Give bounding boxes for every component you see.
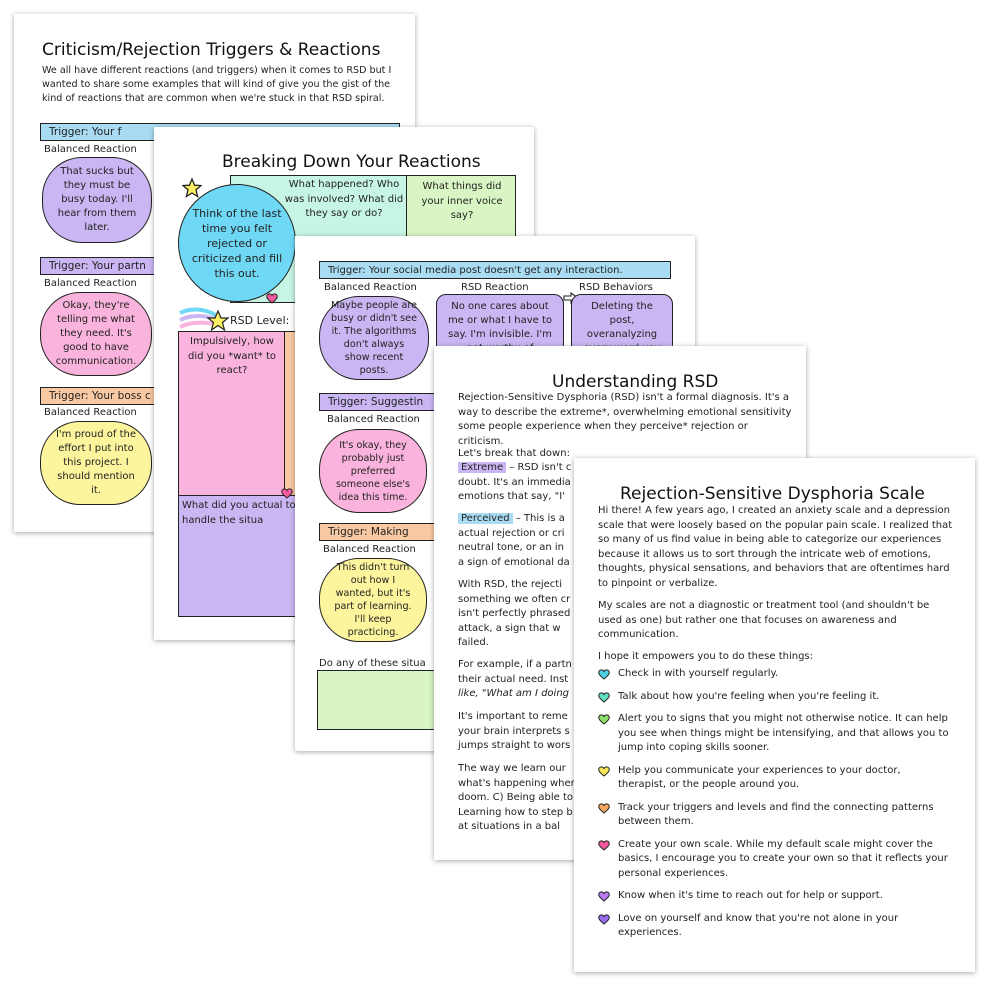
breakdown-intro: Let's break that down:: [458, 448, 570, 459]
list-item-text: Know when it's time to reach out for hel…: [618, 890, 883, 901]
instruction-circle: Think of the last time you felt rejected…: [178, 184, 296, 302]
page-title: Rejection-Sensitive Dysphoria Scale: [620, 484, 925, 504]
list-item-text: Alert you to signs that you might not ot…: [618, 713, 949, 753]
list-item: Create your own scale. While my default …: [598, 838, 950, 882]
balanced-reaction-label: Balanced Reaction: [44, 407, 137, 418]
extreme-tag: Extreme: [458, 462, 507, 473]
heart-icon: [281, 488, 293, 499]
speech-bubble: This didn't turn out how I wanted, but i…: [319, 558, 427, 642]
page-title: Understanding RSD: [552, 372, 719, 392]
heart-icon: [598, 714, 610, 725]
what-happened-question: What happened? Who was involved? What di…: [284, 179, 404, 219]
heart-icon: [598, 839, 610, 851]
speech-bubble: Maybe people are busy or didn't see it. …: [319, 296, 429, 380]
rsd-level-label: RSD Level:: [230, 314, 290, 327]
list-item-text: Help you communicate your experiences to…: [618, 764, 901, 791]
list-item: Help you communicate your experiences to…: [598, 764, 950, 793]
list-item-text: Create your own scale. While my default …: [618, 838, 948, 879]
page-title: Criticism/Rejection Triggers & Reactions: [42, 40, 381, 60]
list-item: Check in with yourself regularly.: [598, 667, 950, 682]
actual-reaction-question: What did you actual to handle the situa: [182, 500, 296, 526]
disclaimer-text: My scales are not a diagnostic or treatm…: [598, 600, 930, 640]
list-item-text: Check in with yourself regularly.: [618, 668, 779, 679]
rsd-reaction-label: RSD Reaction: [461, 282, 529, 293]
want-to-react-question: Impulsively, how did you *want* to react…: [188, 336, 276, 376]
list-item: Track your triggers and levels and find …: [598, 801, 950, 830]
inner-voice-question: What things did your inner voice say?: [421, 181, 503, 221]
list-item-text: Love on yourself and know that you're no…: [618, 912, 899, 939]
perceived-tag: Perceived: [458, 513, 513, 524]
want-to-react-box: [178, 331, 286, 497]
list-item: Know when it's time to reach out for hel…: [598, 889, 950, 904]
trigger-banner: Trigger: Your social media post doesn't …: [319, 261, 671, 279]
list-item: Alert you to signs that you might not ot…: [598, 712, 950, 756]
page-title: Breaking Down Your Reactions: [222, 152, 481, 172]
balanced-reaction-label: Balanced Reaction: [324, 282, 417, 293]
heart-icon: [598, 669, 610, 680]
perceived-definition: Perceived – This is a actual rejection o…: [458, 513, 570, 568]
speech-bubble: I'm proud of the effort I put into this …: [40, 421, 152, 505]
intro-text: We all have different reactions (and tri…: [42, 65, 392, 104]
heart-icon: [598, 913, 610, 925]
heart-icon: [266, 293, 278, 304]
speech-bubble: That sucks but they must be busy today. …: [42, 157, 152, 243]
heart-icon: [598, 802, 610, 814]
balanced-reaction-label: Balanced Reaction: [44, 278, 137, 289]
intro-text: Rejection-Sensitive Dysphoria (RSD) isn'…: [458, 392, 792, 447]
heart-icon: [598, 691, 610, 703]
speech-bubble: It's okay, they probably just preferred …: [319, 429, 427, 513]
list-item: Love on yourself and know that you're no…: [598, 912, 950, 941]
extreme-definition: Extreme – RSD isn't c doubt. It's an imm…: [458, 462, 572, 502]
balanced-reaction-label: Balanced Reaction: [323, 544, 416, 555]
rsd-behaviors-label: RSD Behaviors: [579, 282, 653, 293]
shooting-star-icon: [179, 307, 230, 332]
benefits-list: Check in with yourself regularly. Talk ab…: [598, 667, 950, 949]
list-item-text: Talk about how you're feeling when you'r…: [618, 690, 880, 702]
intro-text: Hi there! A few years ago, I created an …: [598, 505, 953, 589]
list-intro: I hope it empowers you to do these thing…: [598, 651, 813, 662]
heart-icon: [598, 891, 610, 902]
reflection-question: Do any of these situa: [319, 658, 426, 669]
heart-icon: [598, 765, 610, 777]
list-item: Talk about how you're feeling when you'r…: [598, 690, 950, 705]
balanced-reaction-label: Balanced Reaction: [327, 414, 420, 425]
speech-bubble: Okay, they're telling me what they need.…: [40, 292, 152, 376]
info-page-rsd-scale: Rejection-Sensitive Dysphoria Scale Hi t…: [574, 458, 975, 972]
balanced-reaction-label: Balanced Reaction: [44, 144, 137, 155]
rsd-reaction-box: No one cares about me or what I have to …: [436, 294, 564, 354]
star-icon: [182, 178, 202, 198]
rsd-behaviors-box: Deleting the post, overanalyzing every w…: [571, 294, 673, 354]
list-item-text: Track your triggers and levels and find …: [618, 801, 934, 828]
